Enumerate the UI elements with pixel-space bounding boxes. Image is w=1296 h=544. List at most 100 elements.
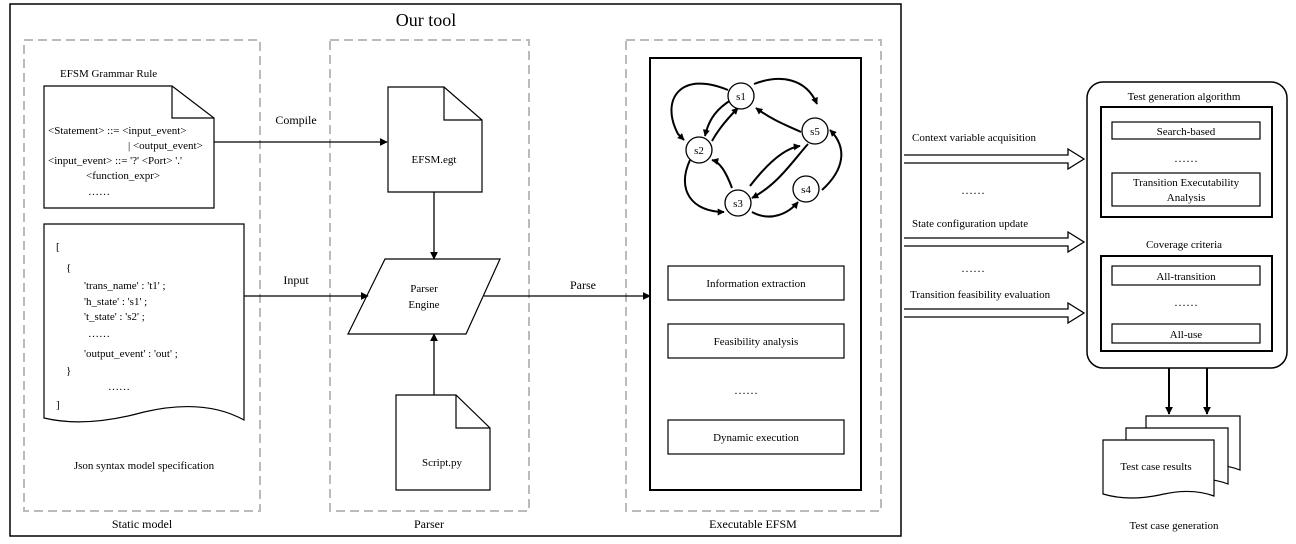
context-variable-arrow bbox=[904, 147, 1086, 171]
feasibility-analysis-label: Feasibility analysis bbox=[714, 336, 799, 348]
json-line-9: …… bbox=[108, 381, 130, 393]
transition-feasibility-arrow bbox=[904, 301, 1086, 325]
all-transition-box bbox=[1111, 265, 1261, 286]
transition-s1-s2 bbox=[702, 99, 732, 137]
input-label: Input bbox=[283, 273, 309, 287]
static-model-label: Static model bbox=[112, 517, 173, 531]
compile-label: Compile bbox=[275, 113, 316, 127]
results-doc-front bbox=[1102, 439, 1215, 499]
transition-s1-outer-s2 bbox=[670, 82, 729, 141]
context-variable-label: Context variable acquisition bbox=[912, 132, 1037, 144]
grammar-line-2: | <output_event> bbox=[128, 140, 203, 152]
state-config-arrow bbox=[904, 230, 1086, 254]
state-s3: s3 bbox=[724, 189, 752, 217]
transition-executability-line-1: Transition Executability bbox=[1133, 177, 1240, 189]
algorithm-ellipsis: …… bbox=[1174, 151, 1198, 165]
static-model-panel: Static model EFSM Grammar Rule <Statemen… bbox=[23, 39, 261, 531]
state-s2-circle bbox=[685, 136, 713, 164]
information-extraction-box bbox=[667, 265, 845, 301]
coverage-title: Coverage criteria bbox=[1146, 239, 1222, 251]
grammar-line-5: …… bbox=[88, 186, 110, 198]
json-line-6: …… bbox=[88, 328, 110, 340]
test-generation-label: Test case generation bbox=[1129, 520, 1219, 532]
grammar-document-fold bbox=[171, 86, 214, 119]
json-line-7: 'output_event' : 'out' ; bbox=[84, 348, 178, 360]
all-use-label: All-use bbox=[1170, 329, 1203, 341]
json-line-3: 'trans_name' : 't1' ; bbox=[84, 280, 166, 292]
state-s1-label: s1 bbox=[736, 91, 746, 103]
executable-ellipsis: …… bbox=[734, 383, 758, 397]
state-s1-circle bbox=[727, 82, 755, 110]
executable-frame bbox=[625, 39, 882, 512]
parse-label: Parse bbox=[570, 278, 596, 292]
state-s4-label: s4 bbox=[801, 184, 811, 196]
state-s5-circle bbox=[801, 117, 829, 145]
executable-label: Executable EFSM bbox=[709, 517, 797, 531]
transition-s5-s1 bbox=[755, 107, 802, 133]
dynamic-execution-box bbox=[667, 419, 845, 455]
state-config-label: State configuration update bbox=[912, 218, 1028, 230]
state-s2: s2 bbox=[685, 136, 713, 164]
efsm-file bbox=[387, 86, 483, 193]
grammar-line-4: <function_expr> bbox=[86, 170, 160, 182]
state-s3-circle bbox=[724, 189, 752, 217]
parser-panel: Parser EFSM.egt Parser Engine Script.py bbox=[329, 39, 530, 531]
json-line-4: 'h_state' : 's1' ; bbox=[84, 296, 147, 308]
our-tool-title: Our tool bbox=[396, 10, 457, 30]
transition-s2-s3 bbox=[684, 159, 725, 216]
feasibility-analysis-box bbox=[667, 323, 845, 359]
executable-efsm-panel: Executable EFSM s1 s2 s3 bbox=[625, 39, 882, 531]
efsm-file-fold bbox=[443, 87, 482, 121]
output-ellipsis-1: …… bbox=[961, 183, 985, 197]
state-s4-circle bbox=[792, 175, 820, 203]
state-s5-label: s5 bbox=[810, 126, 820, 138]
transition-s4-s5 bbox=[821, 129, 843, 191]
parser-engine-line-1: Parser bbox=[410, 283, 438, 295]
information-extraction-label: Information extraction bbox=[706, 278, 806, 290]
parser-label: Parser bbox=[414, 517, 444, 531]
transition-s1-s5 bbox=[753, 77, 818, 105]
static-model-frame bbox=[23, 39, 261, 512]
state-s5: s5 bbox=[801, 117, 829, 145]
grammar-line-1: <Statement> ::= <input_event> bbox=[48, 125, 187, 137]
parser-engine bbox=[347, 258, 501, 335]
state-s1: s1 bbox=[727, 82, 755, 110]
our-tool-frame bbox=[9, 3, 902, 537]
state-s4: s4 bbox=[792, 175, 820, 203]
transition-s3-s4 bbox=[751, 201, 799, 218]
json-line-2: { bbox=[66, 262, 71, 274]
state-transitions bbox=[670, 77, 843, 218]
grammar-line-3: <input_event> ::= '?' <Port> '.' bbox=[48, 155, 182, 167]
grammar-rule-title: EFSM Grammar Rule bbox=[60, 68, 157, 80]
state-s3-label: s3 bbox=[733, 198, 743, 210]
json-line-8: } bbox=[66, 365, 71, 377]
transition-executability-box bbox=[1111, 172, 1261, 207]
transition-s2-s1 bbox=[711, 107, 739, 142]
parser-engine-line-2: Engine bbox=[408, 299, 439, 311]
json-caption: Json syntax model specification bbox=[74, 460, 215, 472]
script-file bbox=[395, 394, 491, 491]
efsm-file-label: EFSM.egt bbox=[412, 154, 457, 166]
coverage-ellipsis: …… bbox=[1174, 295, 1198, 309]
algorithm-title: Test generation algorithm bbox=[1128, 91, 1241, 103]
script-file-label: Script.py bbox=[422, 457, 463, 469]
search-based-label: Search-based bbox=[1157, 126, 1216, 138]
transition-executability-line-2: Analysis bbox=[1167, 192, 1206, 204]
transition-s3-s5 bbox=[749, 143, 801, 187]
json-line-10: ] bbox=[56, 399, 60, 411]
dynamic-execution-label: Dynamic execution bbox=[713, 432, 799, 444]
test-generation-panel: Test generation algorithm Search-based …… bbox=[1086, 81, 1288, 532]
transition-s3-s2 bbox=[711, 158, 733, 189]
output-ellipsis-2: …… bbox=[961, 261, 985, 275]
json-document bbox=[43, 223, 245, 423]
all-use-box bbox=[1111, 323, 1261, 344]
output-arrows: Context variable acquisition …… State co… bbox=[904, 132, 1086, 325]
state-s2-label: s2 bbox=[694, 145, 704, 157]
all-transition-label: All-transition bbox=[1156, 271, 1216, 283]
parser-frame bbox=[329, 39, 530, 512]
search-based-box bbox=[1111, 121, 1261, 140]
transition-feasibility-label: Transition feasibility evaluation bbox=[910, 289, 1051, 301]
script-file-fold bbox=[455, 395, 490, 429]
pipeline-edges: Compile Input Parse bbox=[214, 113, 651, 300]
